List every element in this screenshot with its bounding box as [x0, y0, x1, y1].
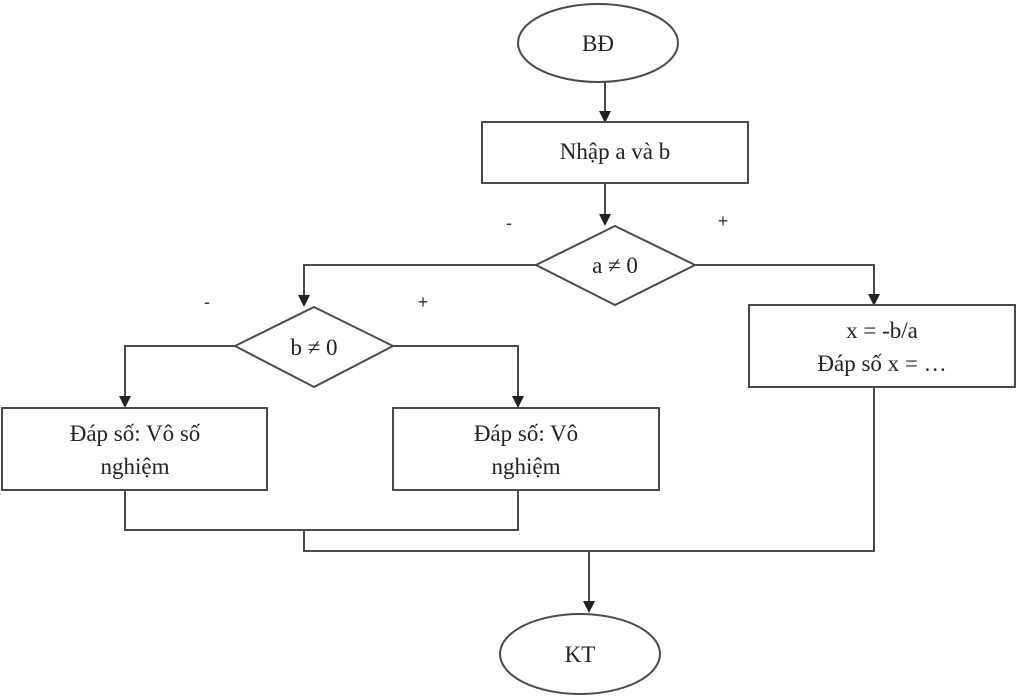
decision-a-label: a ≠ 0 — [592, 253, 638, 278]
decision-a-diamond — [533, 224, 698, 307]
branch-b-no — [119, 345, 235, 408]
infinite-solutions-line-1: Đáp số: Vô số — [70, 421, 201, 446]
decision-b-no-sign: - — [204, 292, 210, 312]
no-solution-line-1: Đáp số: Vô — [474, 421, 578, 446]
no-solution-line-2: nghiệm — [492, 454, 561, 479]
solution-line-1: x = -b/a — [846, 318, 918, 343]
input-box — [481, 121, 749, 184]
branch-b-yes — [393, 345, 524, 408]
branch-a-yes — [695, 264, 880, 306]
infinite-solutions-line-2: nghiệm — [101, 454, 170, 479]
decision-b-yes-sign: + — [418, 292, 429, 312]
decision-b-diamond — [232, 305, 396, 389]
merge-bottom-left — [124, 490, 519, 531]
input-label: Nhập a và b — [560, 139, 671, 164]
solution-line-2: Đáp số x = … — [817, 351, 946, 376]
decision-a-yes-sign: + — [718, 211, 729, 231]
decision-a-no-sign: - — [506, 213, 512, 233]
solution-box — [748, 304, 1016, 388]
start-node — [517, 3, 679, 83]
decision-b-label: b ≠ 0 — [290, 335, 337, 360]
end-node — [499, 613, 661, 695]
branch-a-no — [298, 264, 536, 307]
no-solution-box — [392, 407, 660, 491]
infinite-solutions-box — [1, 407, 268, 491]
end-label: KT — [565, 642, 596, 667]
start-label: BĐ — [582, 31, 614, 56]
